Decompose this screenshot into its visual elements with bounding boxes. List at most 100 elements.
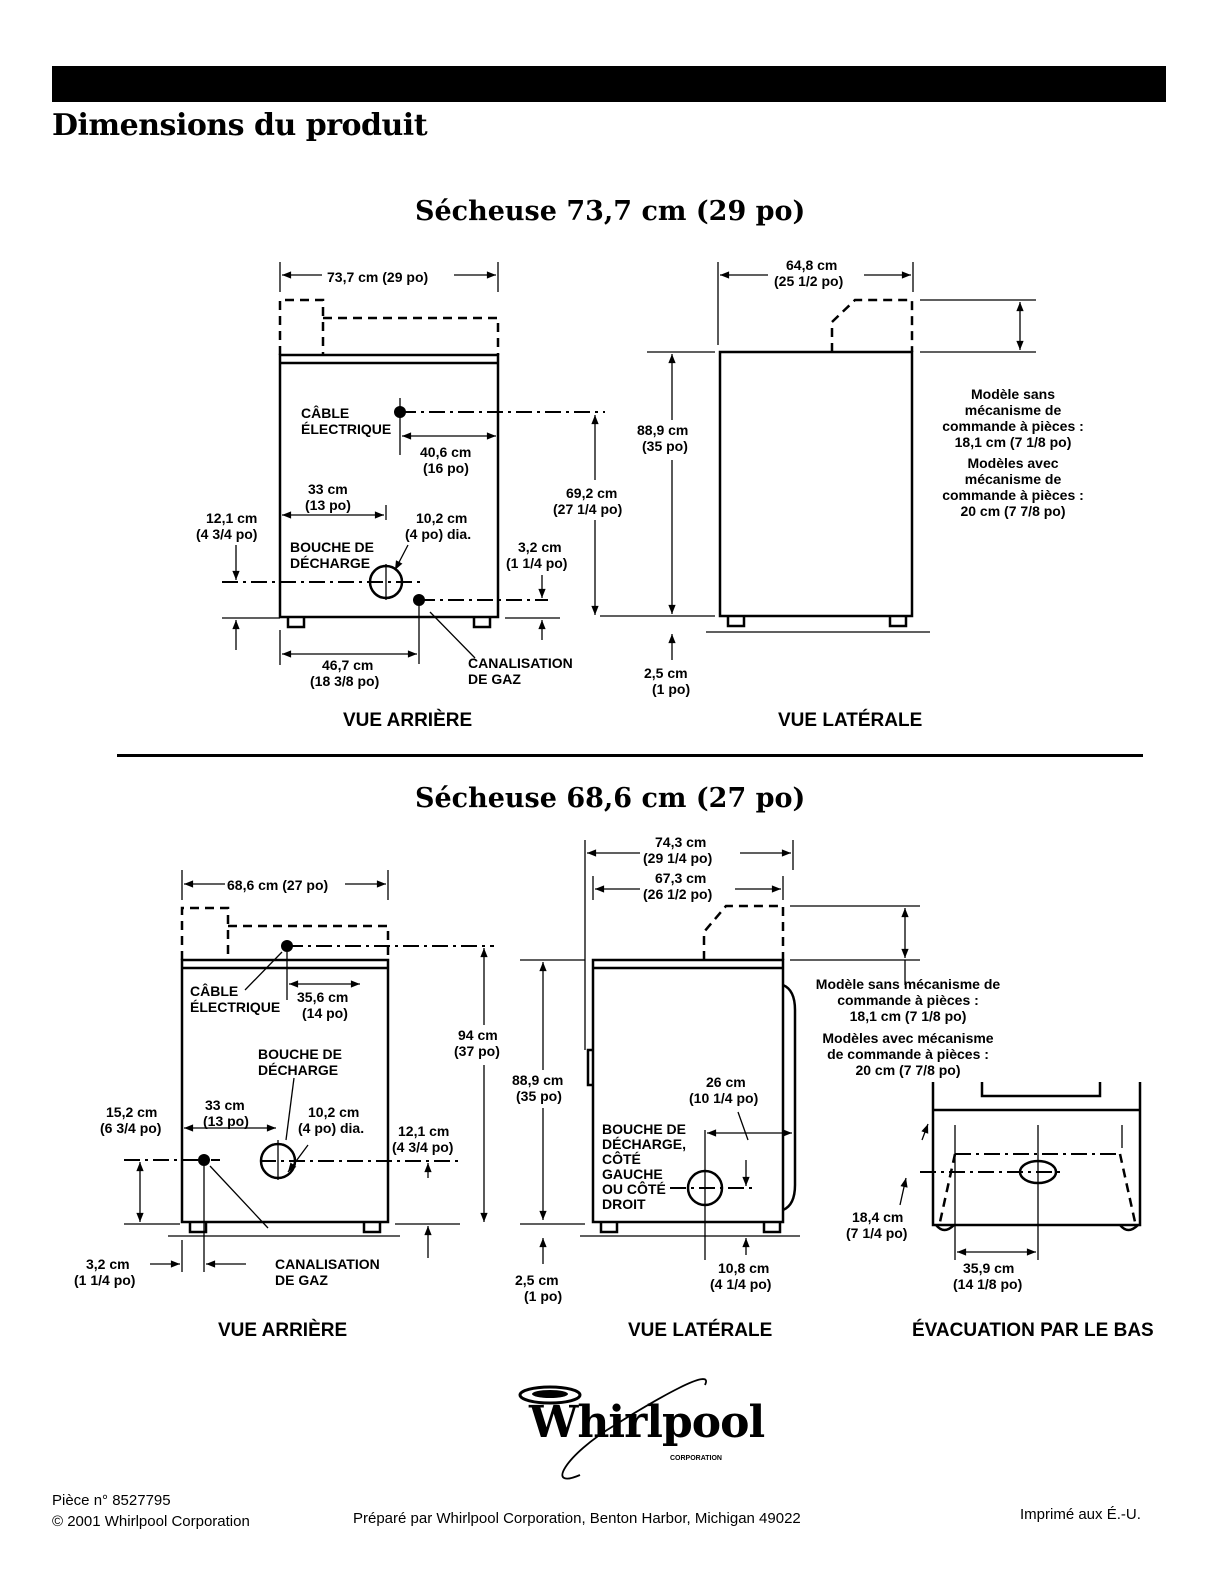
dim27-depth-total-cm: 74,3 cm [655, 834, 706, 850]
dim27-feet-cm: 2,5 cm [515, 1272, 559, 1288]
dim29-depth-cm: 64,8 cm [786, 257, 837, 273]
dim27-vent-1: BOUCHE DE [258, 1046, 342, 1062]
dim27-cable-off-po: (14 po) [302, 1005, 348, 1021]
dim29-vent-1: BOUCHE DE [290, 539, 374, 555]
logo-swirl-icon [518, 1378, 707, 1480]
side-vent-line-3: GAUCHE [602, 1166, 663, 1182]
dim27-vent-d-cm: 10,2 cm [308, 1104, 359, 1120]
dim27-gas-h-po: (6 3/4 po) [100, 1120, 161, 1136]
section-title-27: Sécheuse 68,6 cm (27 po) [415, 783, 806, 814]
note27-line-4: de commande à pièces : [827, 1046, 989, 1062]
side-vent-line-4: OU CÔTÉ [602, 1180, 666, 1197]
dim29-gas-1: CANALISATION [468, 655, 573, 671]
side-vent-line-5: DROIT [602, 1196, 646, 1212]
dim29-height-po: (35 po) [642, 438, 688, 454]
dim29-gas-x-cm: 46,7 cm [322, 657, 373, 673]
dim27-gas-2: DE GAZ [275, 1272, 328, 1288]
dim29-gas-h-cm: 3,2 cm [518, 539, 562, 555]
dim27-console-note: Modèle sans mécanisme de commande à pièc… [816, 976, 1001, 1078]
dim27-side-vent-h-cm: 10,8 cm [718, 1260, 769, 1276]
dim29-cable-1: CÂBLE [301, 404, 349, 421]
dim27-side-vent-label: BOUCHE DE DÉCHARGE, CÔTÉ GAUCHE OU CÔTÉ … [602, 1121, 686, 1212]
side-vent-line-0: BOUCHE DE [602, 1121, 686, 1137]
dim27-side-vent-cm: 26 cm [706, 1074, 746, 1090]
note29-line-1: mécanisme de [965, 402, 1062, 418]
view-label-rear-27: VUE ARRIÈRE [218, 1320, 348, 1341]
note27-line-5: 20 cm (7 7/8 po) [855, 1062, 960, 1078]
dim27-cable-2: ÉLECTRIQUE [190, 999, 280, 1015]
dim29-vent-x-cm: 33 cm [308, 481, 348, 497]
dim29-cable-2: ÉLECTRIQUE [301, 421, 391, 437]
dim27-vent-2: DÉCHARGE [258, 1062, 338, 1078]
footer-printed-in: Imprimé aux É.-U. [1020, 1506, 1141, 1523]
dim29-depth-po: (25 1/2 po) [774, 273, 843, 289]
dim27-width: 68,6 cm (27 po) [227, 877, 328, 893]
dim29-console-note: Modèle sans mécanisme de commande à pièc… [942, 386, 1084, 519]
dim27-gas-x-cm: 3,2 cm [86, 1256, 130, 1272]
dim27-depth-total-po: (29 1/4 po) [643, 850, 712, 866]
dim29-vent-x-po: (13 po) [305, 497, 351, 513]
dim27-feet-po: (1 po) [524, 1288, 562, 1304]
dim27-cable-1: CÂBLE [190, 982, 238, 999]
section-title-29: Sécheuse 73,7 cm (29 po) [415, 196, 806, 227]
dim27-gas-x-po: (1 1/4 po) [74, 1272, 135, 1288]
dim27-vent-x-po: (13 po) [203, 1113, 249, 1129]
note29-line-7: 20 cm (7 7/8 po) [960, 503, 1065, 519]
dim27-cable-h-cm: 94 cm [458, 1027, 498, 1043]
dim29-feet-cm: 2,5 cm [644, 665, 688, 681]
footer-part-number: Pièce n° 8527795 [52, 1492, 171, 1509]
dim29-vent-d-cm: 10,2 cm [416, 510, 467, 526]
dim27-bottom-x-cm: 35,9 cm [963, 1260, 1014, 1276]
dim29-vent-d-po: (4 po) dia. [405, 526, 471, 542]
dim27-depth-cm: 67,3 cm [655, 870, 706, 886]
dim29-cable-h-cm: 69,2 cm [566, 485, 617, 501]
header-bar [52, 66, 1166, 102]
view-label-rear-29: VUE ARRIÈRE [343, 710, 473, 731]
dim27-vent-d-po: (4 po) dia. [298, 1120, 364, 1136]
dim27-gas-h-cm: 15,2 cm [106, 1104, 157, 1120]
dim27-cable-off-cm: 35,6 cm [297, 989, 348, 1005]
dim29-gas-2: DE GAZ [468, 671, 521, 687]
rear-view-29: 73,7 cm (29 po) CÂBLE ÉLECTRIQUE 40,6 cm… [196, 262, 622, 689]
side-vent-line-2: CÔTÉ [602, 1150, 641, 1167]
dim27-height-cm: 88,9 cm [512, 1072, 563, 1088]
dim29-cable-off-po: (16 po) [423, 460, 469, 476]
dim27-height-po: (35 po) [516, 1088, 562, 1104]
dim27-vent-h-po: (4 3/4 po) [392, 1139, 453, 1155]
note29-line-2: commande à pièces : [942, 418, 1084, 434]
bottom-exhaust-view: 18,4 cm (7 1/4 po) 35,9 cm (14 1/8 po) [846, 1082, 1142, 1292]
dim27-side-vent-h-po: (4 1/4 po) [710, 1276, 771, 1292]
dim27-gas-1: CANALISATION [275, 1256, 380, 1272]
rear-view-27: 68,6 cm (27 po) CÂBLE ÉLECTRIQUE 35,6 cm… [74, 870, 500, 1288]
note29-line-4: Modèles avec [967, 455, 1058, 471]
note29-line-3: 18,1 cm (7 1/8 po) [955, 434, 1072, 450]
footer-copyright: © 2001 Whirlpool Corporation [52, 1513, 250, 1530]
view-label-bottom-27: ÉVACUATION PAR LE BAS [912, 1320, 1154, 1341]
dim29-cable-off-cm: 40,6 cm [420, 444, 471, 460]
note27-line-3: Modèles avec mécanisme [822, 1030, 993, 1046]
note27-line-1: commande à pièces : [837, 992, 979, 1008]
dim29-cable-h-po: (27 1/4 po) [553, 501, 622, 517]
note29-line-0: Modèle sans [971, 386, 1055, 402]
footer-prepared-by: Préparé par Whirlpool Corporation, Bento… [353, 1510, 801, 1527]
dim29-width: 73,7 cm (29 po) [327, 269, 428, 285]
dim29-vent-h-cm: 12,1 cm [206, 510, 257, 526]
side-view-29: 64,8 cm (25 1/2 po) 88,9 cm (35 po) 2,5 … [600, 257, 1084, 697]
side-view-27: 74,3 cm (29 1/4 po) 67,3 cm (26 1/2 po) … [512, 834, 1000, 1304]
logo-corporation: CORPORATION [670, 1455, 722, 1462]
dim27-vent-x-cm: 33 cm [205, 1097, 245, 1113]
dim27-vent-h-cm: 12,1 cm [398, 1123, 449, 1139]
note27-line-0: Modèle sans mécanisme de [816, 976, 1001, 992]
dim29-gas-x-po: (18 3/8 po) [310, 673, 379, 689]
dim27-depth-po: (26 1/2 po) [643, 886, 712, 902]
dim27-bottom-x-po: (14 1/8 po) [953, 1276, 1022, 1292]
dim27-bottom-h-cm: 18,4 cm [852, 1209, 903, 1225]
dim27-bottom-h-po: (7 1/4 po) [846, 1225, 907, 1241]
dim29-gas-h-po: (1 1/4 po) [506, 555, 567, 571]
view-label-side-27: VUE LATÉRALE [628, 1320, 773, 1341]
view-label-side-29: VUE LATÉRALE [778, 710, 923, 731]
logo-wordmark: Whirlpool [529, 1397, 765, 1448]
note29-line-5: mécanisme de [965, 471, 1062, 487]
note29-line-6: commande à pièces : [942, 487, 1084, 503]
